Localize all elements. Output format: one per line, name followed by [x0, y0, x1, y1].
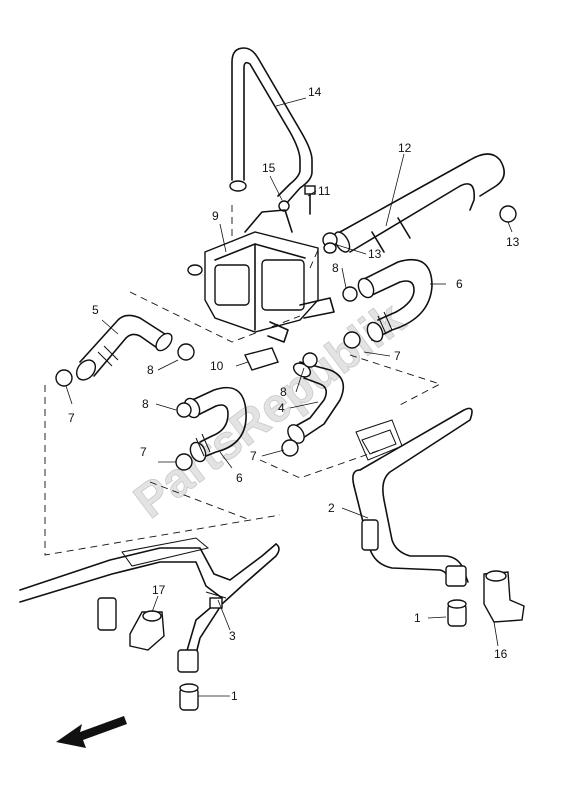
gasket-10 [244, 347, 279, 371]
callout-13-right: 13 [506, 235, 520, 249]
callout-11: 11 [318, 184, 331, 198]
callout-1-bottom: 1 [231, 689, 238, 703]
callout-7-left: 7 [68, 411, 75, 425]
hose-6-upper [357, 258, 433, 343]
callout-15: 15 [262, 161, 276, 175]
callout-9: 9 [212, 209, 219, 223]
guide-line-2 [129, 291, 301, 343]
clamp-8-upper-right [342, 286, 358, 302]
clamp-7-mid [175, 453, 193, 471]
pipe-3 [19, 537, 280, 673]
clamp-8-left [177, 343, 195, 361]
front-direction-arrow [56, 716, 127, 748]
clamp-8-mid [176, 402, 192, 418]
hose-6-lower [183, 386, 247, 463]
callout-7-mid: 7 [140, 445, 147, 459]
bracket-16 [483, 570, 525, 623]
hose-4 [287, 361, 345, 444]
guide-line-5 [149, 481, 251, 521]
o-ring-13b [499, 205, 517, 223]
guide-line-4 [259, 449, 381, 479]
guide-line-1 [44, 385, 281, 556]
callout-13-center: 13 [368, 247, 382, 261]
callout-8-left: 8 [147, 363, 154, 377]
pipe-12 [333, 153, 505, 253]
callout-7-center: 7 [250, 449, 257, 463]
guide-line-7 [309, 249, 319, 269]
callout-4: 4 [278, 401, 285, 415]
callout-1-right: 1 [414, 611, 421, 625]
hose-14-end [229, 180, 247, 192]
leader-lines [65, 97, 513, 697]
bolt-11 [304, 185, 316, 215]
valve-9 [187, 209, 337, 343]
callout-6-lower: 6 [236, 471, 243, 485]
hose-5 [75, 314, 173, 381]
collar-1-bottom [179, 683, 199, 711]
guide-line-3 [349, 354, 442, 406]
callout-17: 17 [152, 583, 166, 597]
clamp-8-center [302, 352, 318, 368]
callout-12: 12 [398, 141, 412, 155]
callout-6-upper: 6 [456, 277, 463, 291]
callout-5: 5 [92, 303, 99, 317]
callout-8-upper-right: 8 [332, 261, 339, 275]
callout-labels: 1 1 2 3 4 5 6 6 7 7 7 7 8 8 8 8 9 10 11 … [68, 85, 520, 703]
callout-7-right: 7 [394, 349, 401, 363]
clamp-7-left [55, 369, 73, 387]
callout-14: 14 [308, 85, 322, 99]
hose-14 [229, 47, 313, 206]
clip-15 [278, 200, 290, 212]
pipe-2 [352, 407, 473, 587]
callout-16: 16 [494, 647, 508, 661]
collar-1-right [447, 599, 467, 627]
callout-3: 3 [229, 629, 236, 643]
bracket-17 [129, 610, 165, 651]
clamp-7-center [281, 439, 299, 457]
clamp-7-upper-right [343, 331, 361, 349]
callout-8-mid: 8 [142, 397, 149, 411]
callout-2: 2 [328, 501, 335, 515]
callout-8-center: 8 [280, 385, 287, 399]
callout-10: 10 [210, 359, 224, 373]
